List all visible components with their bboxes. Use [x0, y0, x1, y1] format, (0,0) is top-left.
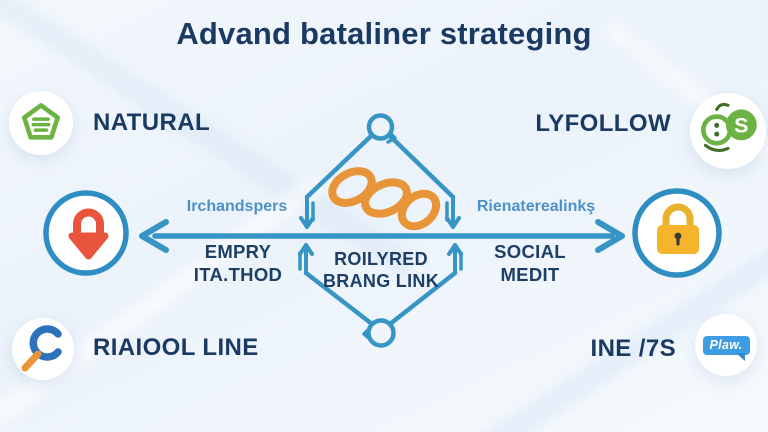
- label-riaiool-line: RIAIOOL LINE: [93, 334, 259, 361]
- bottom-right-badge: Plaw.: [695, 314, 757, 376]
- right-arrow-label-line2: MEDIT: [500, 264, 560, 285]
- arrowhead-up-icon: [298, 243, 314, 256]
- speech-bubble-tail: [735, 352, 745, 361]
- top-right-badge: S: [690, 93, 766, 169]
- fork-line: [387, 133, 456, 200]
- page-title: Advand bataliner strateging: [176, 16, 592, 51]
- label-lyfollow: LYFOLLOW: [535, 110, 671, 137]
- top-left-badge: [9, 91, 73, 155]
- label-natural: NATURAL: [93, 109, 210, 136]
- magnifier-icon: [21, 325, 62, 372]
- center-label: ROILYRED BRANG LINK: [306, 248, 456, 292]
- right-arrow-label-line1: SOCIAL: [494, 241, 566, 262]
- loop-fork-down-icon: [366, 113, 395, 141]
- left-arrow-label-line1: EMPRY: [204, 241, 272, 262]
- arrowhead-up-icon: [447, 243, 463, 256]
- speech-bubble-badge-icon: Plaw.: [702, 335, 750, 361]
- left-arrow-label: EMPRY ITA.THOD: [172, 240, 304, 286]
- arrowhead-down-icon: [445, 216, 461, 229]
- right-arrow-caption: Rienaterealinkş: [476, 198, 596, 215]
- fork-line: [387, 270, 458, 327]
- arrowhead-right-icon: [595, 219, 625, 253]
- padlock-icon: [657, 203, 699, 254]
- lock-pin-icon: [68, 208, 109, 260]
- fork-line: [304, 133, 374, 200]
- coin-letter: S: [734, 113, 748, 138]
- bottom-left-badge: [12, 318, 74, 380]
- center-label-line2: BRANG LINK: [323, 271, 439, 291]
- arrowhead-down-icon: [299, 216, 315, 229]
- loop-arrow-tip: [362, 326, 372, 341]
- right-arrow-label: SOCIAL MEDIT: [464, 240, 596, 286]
- label-ine-7s: INE /7S: [590, 335, 676, 362]
- fork-line: [303, 270, 375, 327]
- pentagon-list-icon: [21, 103, 61, 140]
- coins-icon: S: [701, 102, 757, 152]
- center-label-line1: ROILYRED: [334, 249, 428, 269]
- left-arrow-label-line2: ITA.THOD: [193, 264, 283, 285]
- loop-fork-up-icon: [366, 318, 396, 348]
- speech-bubble-text: Plaw.: [709, 337, 743, 352]
- left-arrow-caption: Irchandspers: [186, 198, 288, 215]
- arrowhead-left-icon: [139, 219, 169, 253]
- chain-links-icon: [328, 167, 441, 231]
